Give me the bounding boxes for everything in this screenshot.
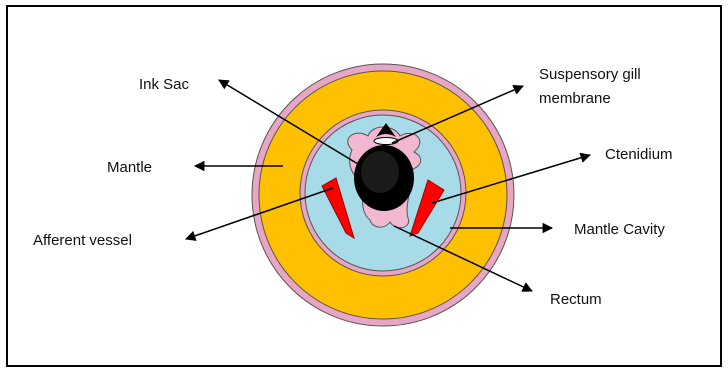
label-rectum: Rectum [550,291,602,308]
label-suspensory-line2: membrane [539,90,611,107]
label-mantle-cavity: Mantle Cavity [574,221,665,238]
label-ink-sac: Ink Sac [139,76,190,93]
suspensory-membrane-oval [374,138,398,145]
ink-sac-highlight [361,151,399,193]
label-mantle: Mantle [107,159,152,176]
label-ctenidium: Ctenidium [605,146,673,163]
label-afferent-vessel: Afferent vessel [33,232,132,249]
label-suspensory-line1: Suspensory gill [539,66,641,83]
